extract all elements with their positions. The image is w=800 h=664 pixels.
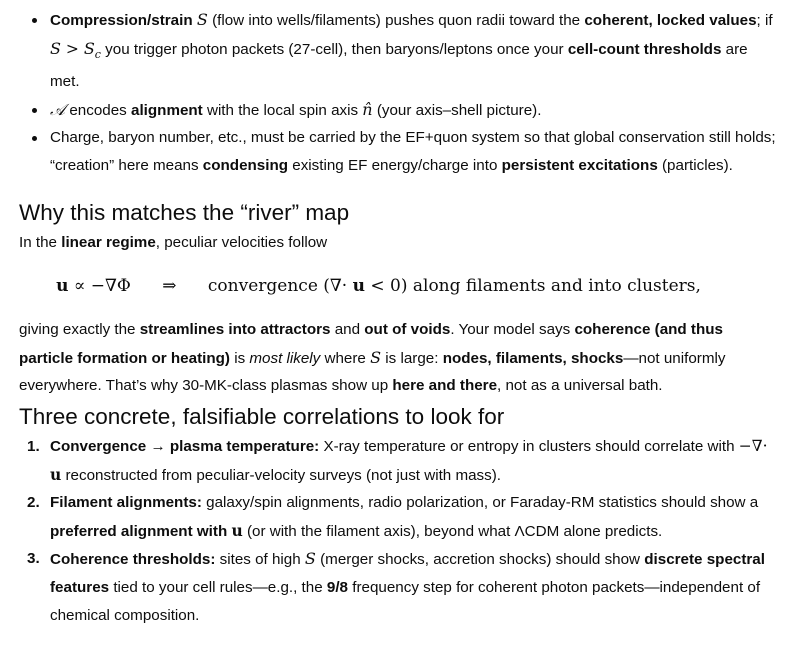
list-item: 1.Convergence → plasma temperature: X-ra… — [27, 436, 768, 484]
list-item: Compression/strain S (flow into wells/fi… — [19, 6, 780, 96]
list-item: 2.Filament alignments: galaxy/spin align… — [27, 494, 759, 540]
list-item: 𝒜 encodes alignment with the local spin … — [19, 96, 780, 125]
bullet-list: Compression/strain S (flow into wells/fi… — [19, 6, 780, 180]
list-item: Charge, baryon number, etc., must be car… — [19, 124, 780, 179]
section-heading-correlations: Three concrete, falsifiable correlations… — [19, 403, 505, 429]
section-heading-why: Why this matches the “river” map — [19, 199, 350, 225]
body-paragraph: giving exactly the streamlines into attr… — [19, 321, 726, 395]
numbered-list: 1.Convergence → plasma temperature: X-ra… — [19, 433, 780, 629]
intro-paragraph: In the linear regime, peculiar velocitie… — [19, 233, 328, 251]
list-item: 3.Coherence thresholds: sites of high S … — [27, 549, 765, 624]
display-equation: u ∝ −∇Φ ⇒ convergence (∇· u < 0) along f… — [56, 276, 701, 297]
